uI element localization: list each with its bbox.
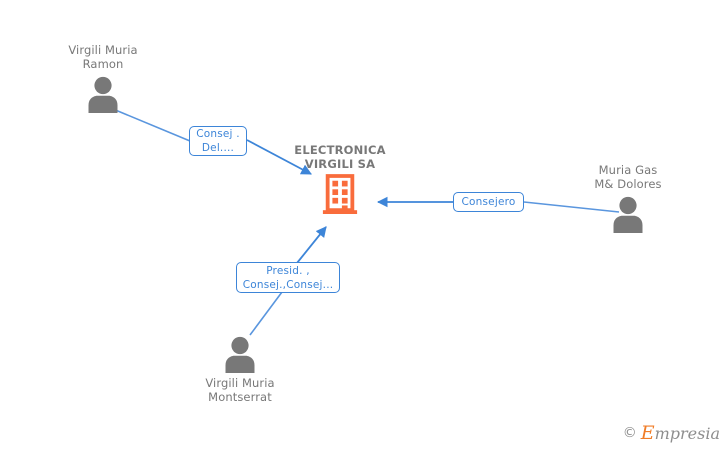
- person-icon: [613, 196, 643, 233]
- edge-montserrat-to-label: [249, 291, 283, 336]
- brand-initial: E: [640, 422, 655, 444]
- relation-label-text: Presid. , Consej.,Consej...: [242, 264, 334, 291]
- person-name-label: Virgili Muria Montserrat: [205, 376, 275, 404]
- edge-label-to-company-top: [246, 139, 312, 175]
- person-icon: [225, 336, 255, 373]
- person-name-label: Muria Gas M& Dolores: [594, 163, 662, 191]
- relation-label-text: Consejero: [461, 196, 516, 208]
- relation-label-consej-del[interactable]: Consej . Del....: [189, 126, 247, 156]
- edge-dolores-to-label: [523, 201, 620, 213]
- copyright-icon: ©: [622, 425, 637, 441]
- watermark-empresia: © Empresia: [623, 422, 720, 444]
- relation-label-presid-consej[interactable]: Presid. , Consej.,Consej...: [236, 262, 340, 293]
- person-icon: [88, 76, 118, 113]
- relation-label-consejero[interactable]: Consejero: [453, 192, 524, 212]
- relation-label-text: Consej . Del....: [196, 128, 240, 154]
- person-name-label: Virgili Muria Ramon: [68, 43, 138, 71]
- person-node-virgili-muria-montserrat[interactable]: Virgili Muria Montserrat: [175, 333, 305, 404]
- person-node-muria-gas-m-dolores[interactable]: Muria Gas M& Dolores: [563, 163, 693, 233]
- person-node-virgili-muria-ramon[interactable]: Virgili Muria Ramon: [38, 43, 168, 113]
- brand-wordmark: Empresia: [641, 422, 720, 444]
- building-icon: [322, 174, 358, 214]
- brand-rest: mpresia: [654, 424, 720, 443]
- edge-ramon-to-label: [112, 108, 191, 142]
- company-node-electronica-virgili-sa[interactable]: ELECTRONICA VIRGILI SA: [265, 143, 415, 216]
- company-name-label: ELECTRONICA VIRGILI SA: [294, 143, 386, 171]
- edge-label-to-company-bottom: [296, 226, 327, 264]
